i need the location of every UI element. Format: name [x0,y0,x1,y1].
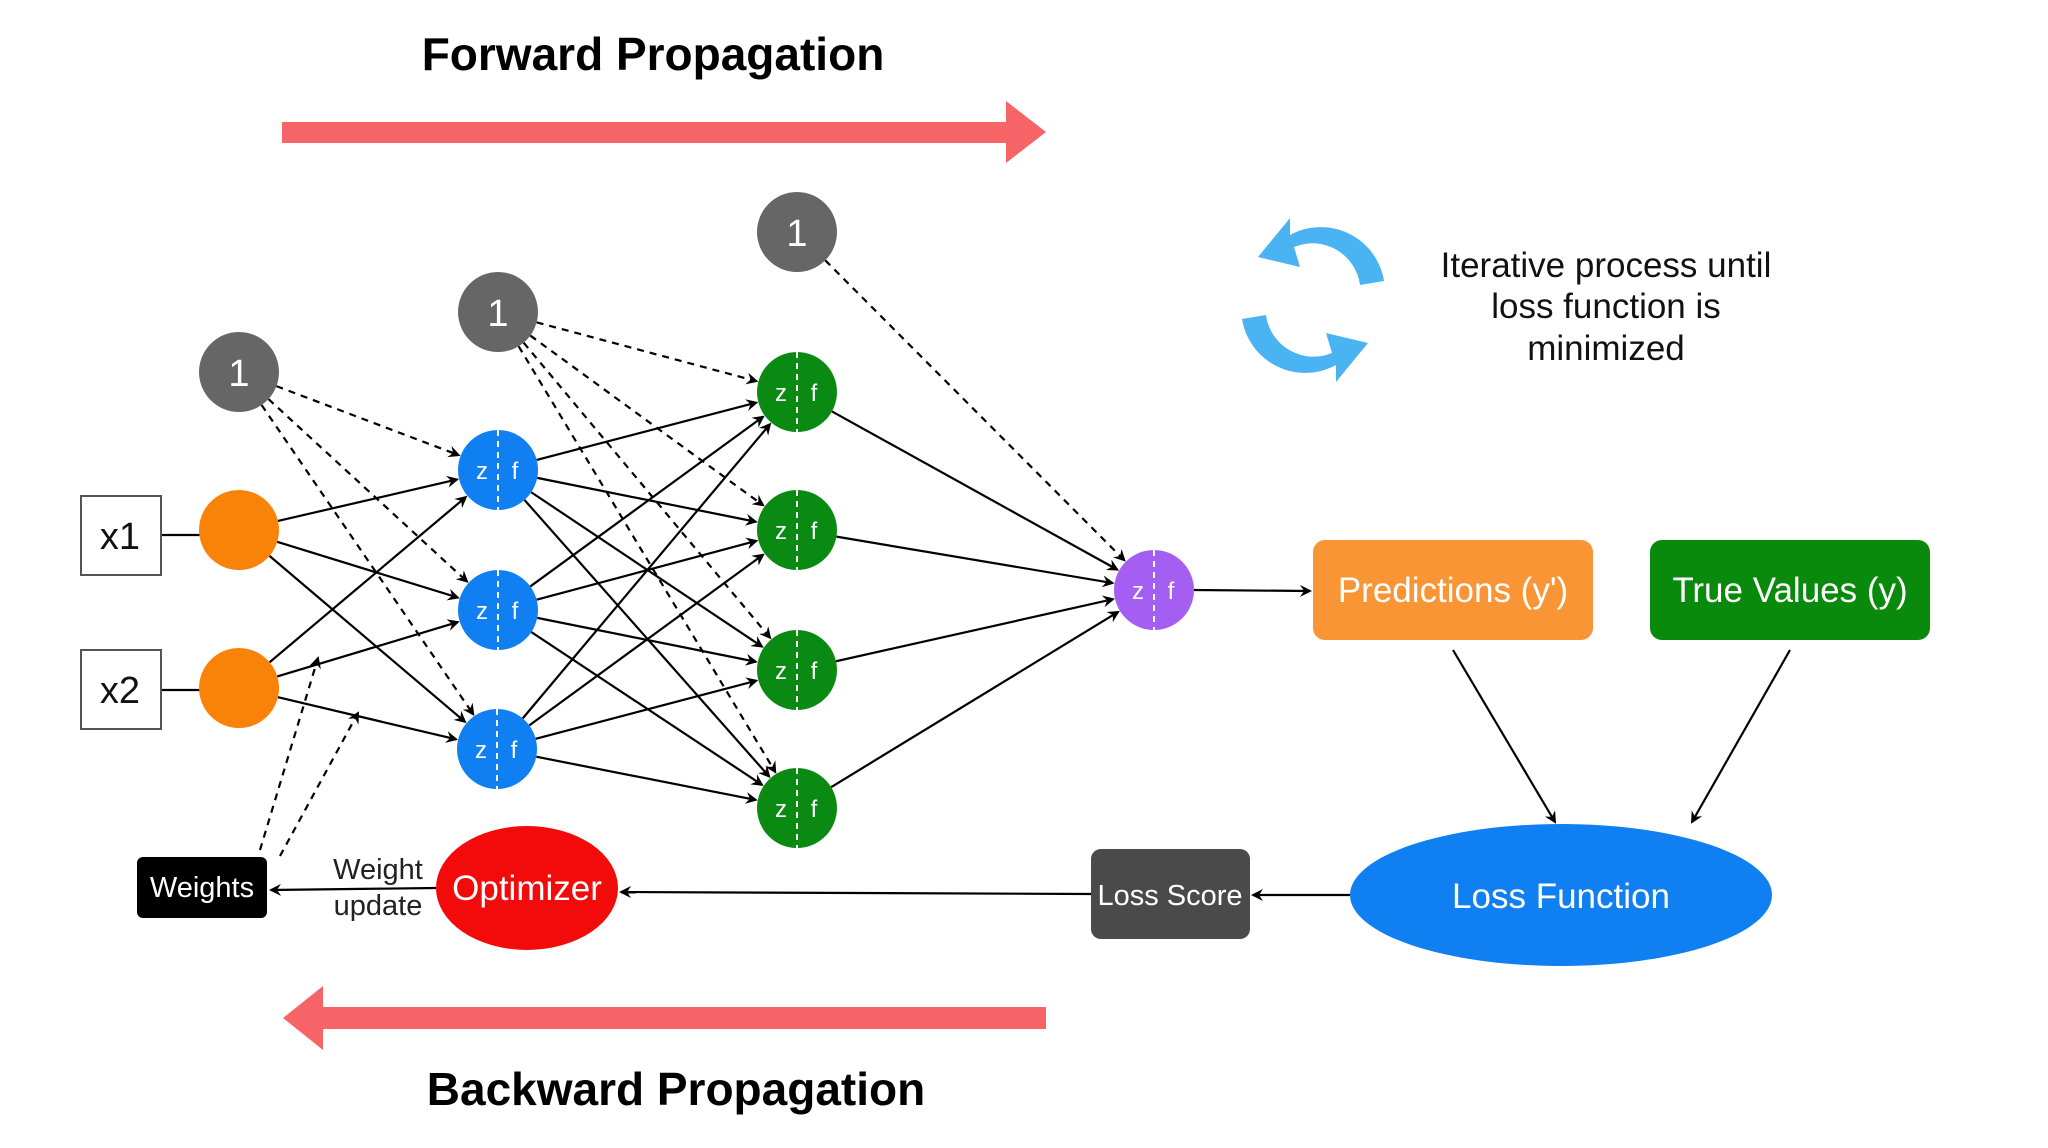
svg-text:1: 1 [786,213,807,255]
backward-propagation-title: Backward Propagation [427,1063,925,1115]
loss-function-node: Loss Function [1350,824,1772,966]
edge-input-hidden1 [268,495,468,664]
weight-update-label-2: update [334,890,423,922]
edge-truevalues-loss [1691,649,1791,824]
input-x2: x2 [80,649,162,730]
hidden2-neuron-3-body [757,630,837,710]
edge-bias2-hidden2 [517,345,777,774]
edge-output-predictions [1193,584,1312,597]
edge-hidden2-output [831,410,1120,571]
note-line-3: minimized [1527,329,1685,368]
weights-box: Weights [137,857,267,918]
z-label: z [775,796,787,823]
svg-text:Loss Function: Loss Function [1452,877,1670,916]
z-label: z [775,658,787,685]
hidden2-neuron-4-body [757,768,837,848]
f-label: f [811,518,818,545]
forward-propagation-title: Forward Propagation [422,28,885,80]
z-label: z [775,380,787,407]
edge-hidden1-hidden2 [529,415,765,588]
bias-node-2: 1 [458,272,538,352]
edge-weights-to-net-2 [279,711,359,857]
edge-input-hidden1 [268,555,467,724]
svg-text:Predictions (y'): Predictions (y') [1338,571,1568,610]
z-label: z [1132,578,1144,605]
predictions-box: Predictions (y') [1313,540,1593,640]
edge-hidden1-hidden2 [537,476,758,526]
edge-hidden1-hidden2 [523,499,771,779]
bias-node-1: 1 [199,332,279,412]
note-line-1: Iterative process until [1441,246,1772,285]
svg-text:Weights: Weights [150,872,254,904]
f-label: f [811,658,818,685]
loss-score-box: Loss Score [1091,849,1250,939]
input-neuron-1 [199,490,279,570]
svg-text:1: 1 [487,293,508,335]
edge-bias1-hidden1 [260,404,475,716]
backward-arrow [283,986,1046,1050]
weight-edges [161,399,1120,804]
edge-hidden2-output [830,610,1120,789]
svg-text:Optimizer: Optimizer [452,869,602,908]
f-label: f [512,458,519,485]
edge-input-hidden1 [277,475,460,523]
edge-hidden1-hidden2 [536,755,758,804]
edge-hidden1-hidden2 [530,631,764,786]
hidden1-neuron-2-body [458,570,538,650]
hidden1-neuron-1-body [458,430,538,510]
svg-text:Loss Score: Loss Score [1097,880,1242,912]
edge-hidden2-output [835,595,1115,663]
edge-hidden1-hidden2 [536,399,759,461]
z-label: z [775,518,787,545]
f-label: f [512,598,519,625]
input-neuron-2 [199,648,279,728]
f-label: f [511,737,518,764]
edge-bias1-hidden1 [267,398,469,583]
edge-hidden2-output [836,535,1115,588]
true-values-box: True Values (y) [1650,540,1930,640]
edge-hidden1-hidden2 [535,677,759,740]
f-label: f [811,380,818,407]
edge-input-hidden1 [276,619,460,678]
edge-input-hidden1 [277,696,459,743]
forward-arrow [282,101,1046,163]
weight-update-label: Weight [333,854,423,886]
edge-bias3-output [824,259,1126,562]
input-x1: x1 [80,495,162,576]
svg-text:x2: x2 [100,670,140,712]
z-label: z [476,458,488,485]
optimizer-node: Optimizer [436,826,618,950]
svg-text:True Values (y): True Values (y) [1672,571,1907,610]
edge-optimizer-weights [269,883,437,896]
svg-text:x1: x1 [100,516,140,558]
f-label: f [1168,578,1175,605]
refresh-icon [1242,218,1384,382]
output-neuron-body [1114,550,1194,630]
bias-node-3: 1 [757,192,837,272]
edge-lossscore-optimizer [619,886,1092,899]
z-label: z [476,598,488,625]
edge-input-hidden1 [276,540,460,601]
f-label: f [811,796,818,823]
hidden1-neuron-3-body [457,709,537,789]
z-label: z [475,737,487,764]
edge-hidden1-hidden2 [521,422,772,720]
edge-predictions-loss [1452,649,1557,824]
svg-text:1: 1 [228,353,249,395]
edge-hidden1-hidden2 [528,553,765,727]
hidden2-neuron-2-body [757,490,837,570]
edge-bias2-hidden2 [529,334,765,507]
edge-bias2-hidden2 [536,321,759,385]
hidden2-neuron-1-body [757,352,837,432]
note-line-2: loss function is [1491,287,1721,326]
edge-bias1-hidden1 [276,385,461,458]
